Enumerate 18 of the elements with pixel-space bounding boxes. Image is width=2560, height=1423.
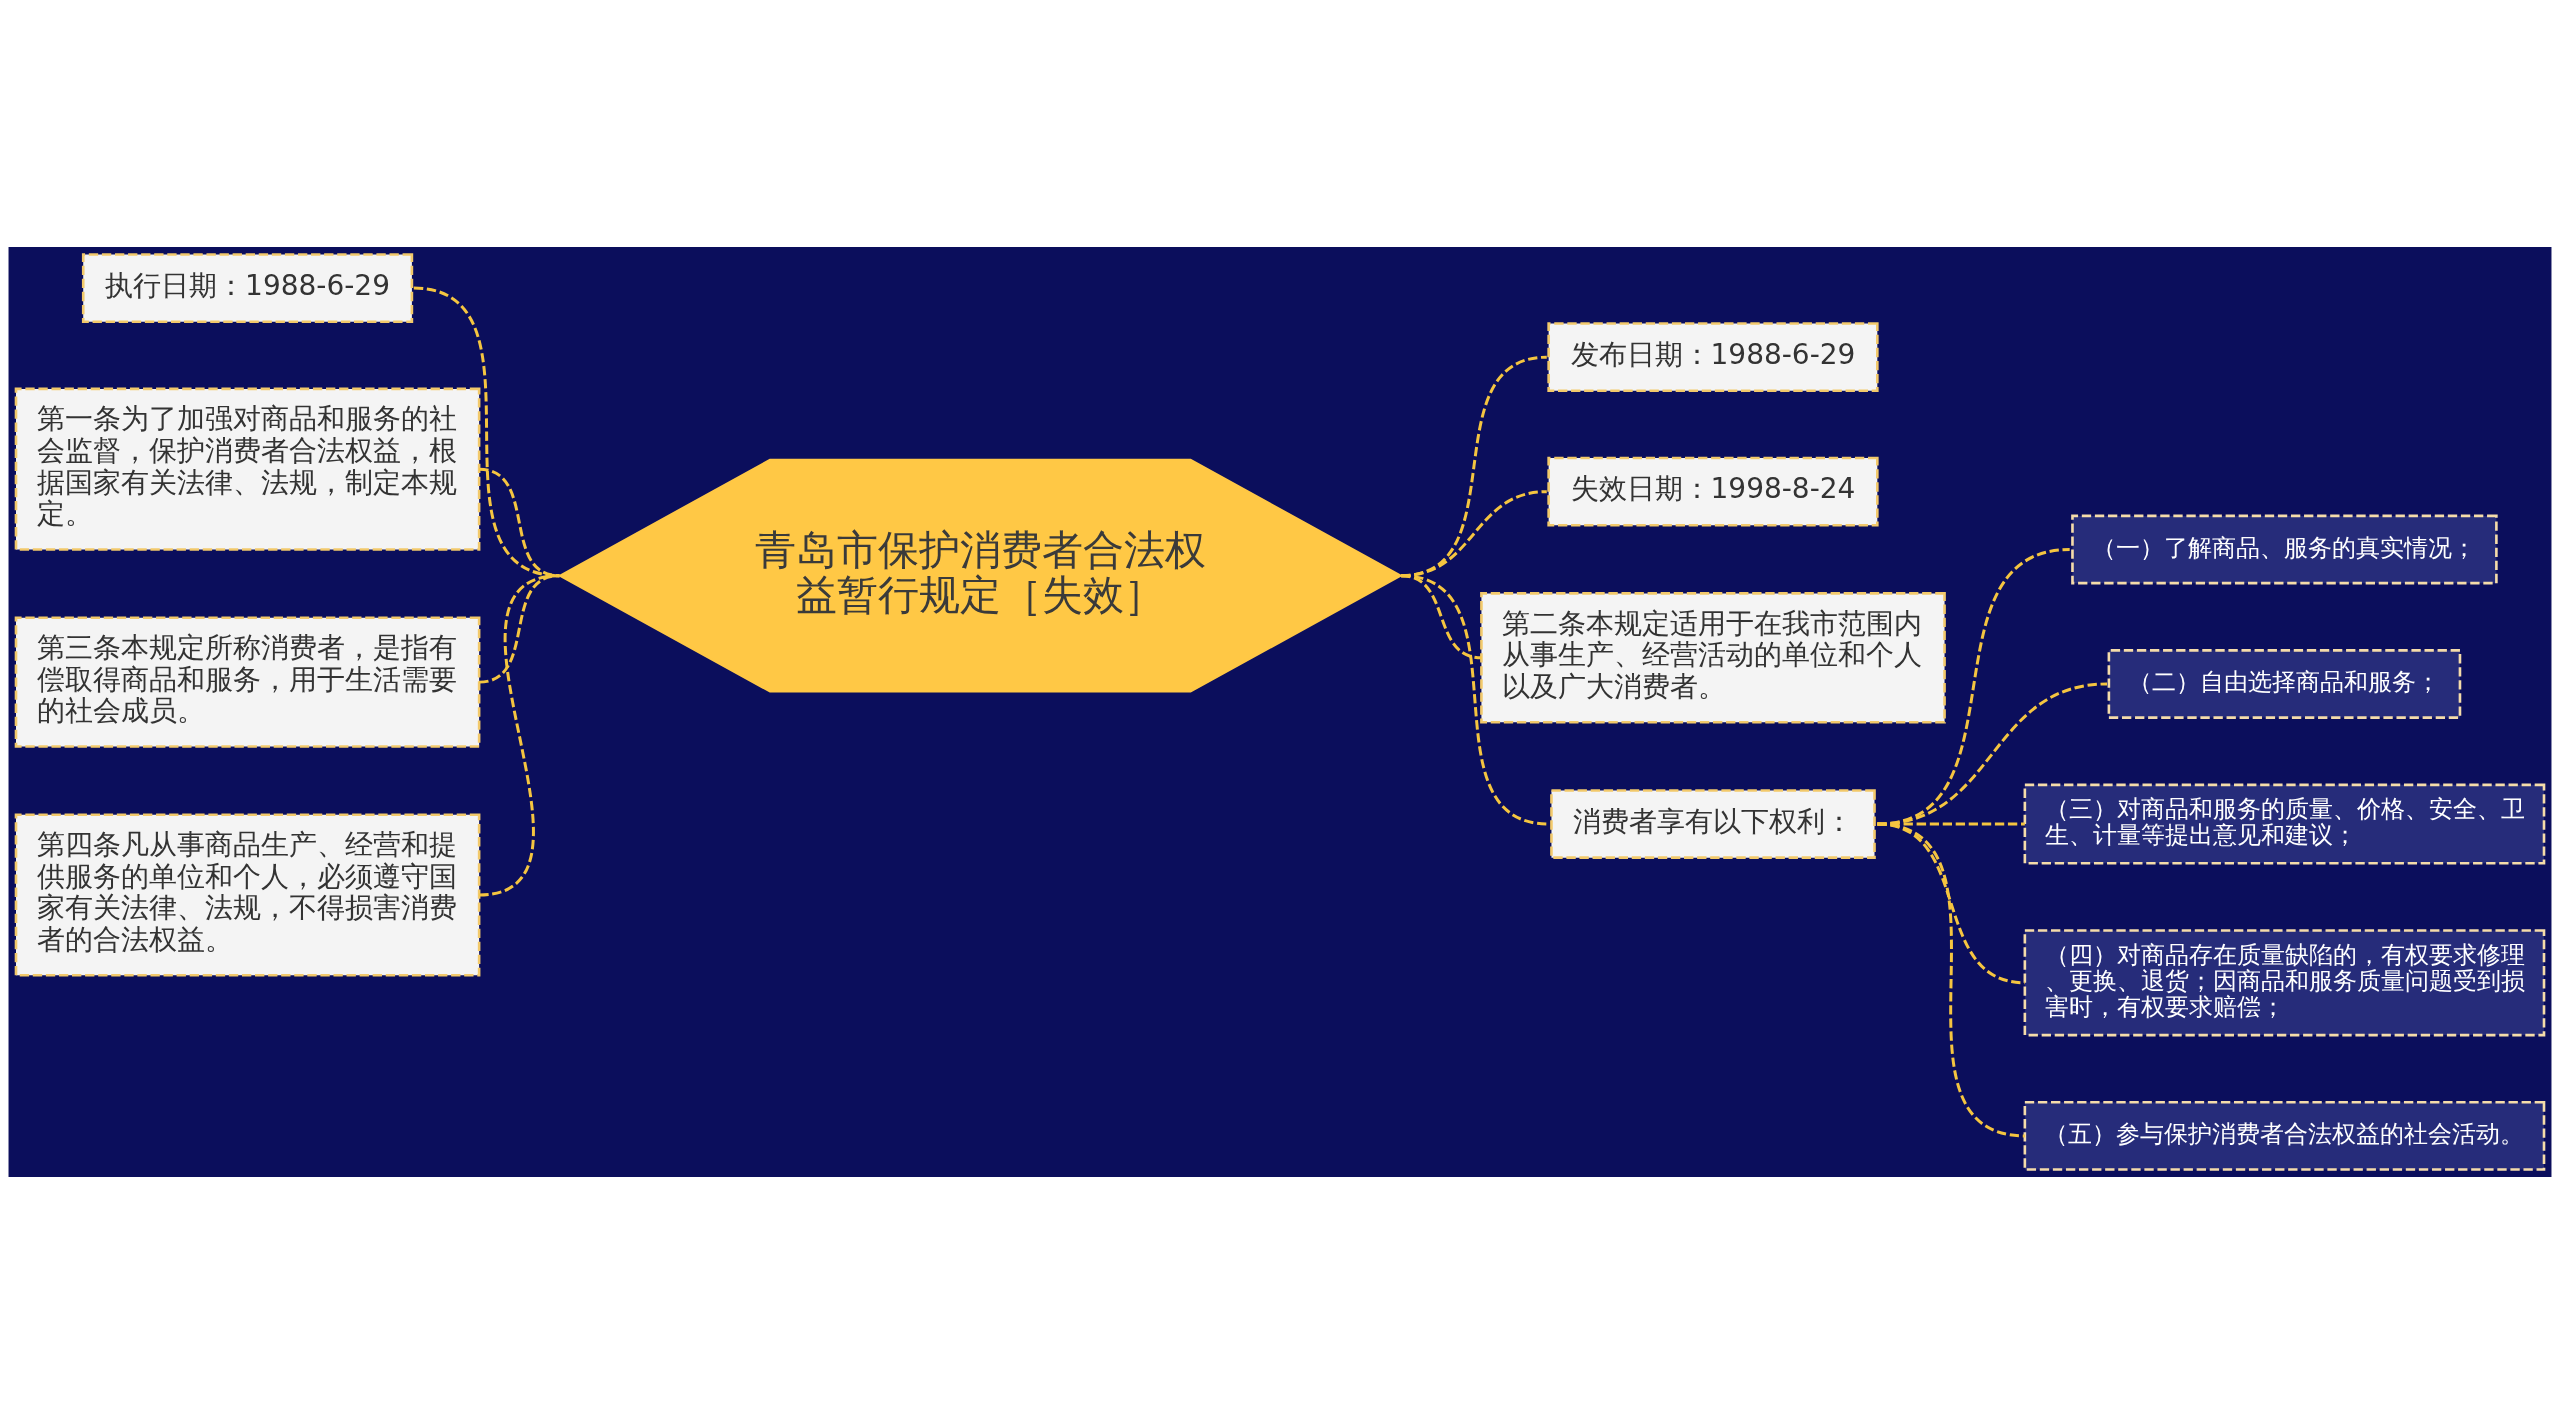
- connector: [1400, 573, 1549, 826]
- node-box: 第三条本规定所称消费者，是指有偿取得商品和服务，用于生活需要的社会成员。: [14, 615, 481, 748]
- node-box: 执行日期：1988-6-29: [81, 252, 414, 323]
- connector: [1877, 682, 2108, 826]
- node-box: 消费者享有以下权利：: [1550, 788, 1876, 859]
- node-box: 发布日期：1988-6-29: [1547, 321, 1879, 392]
- node-box: 第四条凡从事商品生产、经营和提供服务的单位和个人，必须遵守国家有关法律、法规，不得损害消费者的合法权益。: [14, 812, 481, 977]
- node-box: （四）对商品存在质量缺陷的，有权要求修理、更换、退货；因商品和服务质量问题受到损害时，有权要求赔偿；: [2023, 928, 2546, 1036]
- connector: [1877, 822, 2026, 1137]
- node-box: （五）参与保护消费者合法权益的社会活动。: [2023, 1100, 2546, 1171]
- node-box: 第二条本规定适用于在我市范围内从事生产、经营活动的单位和个人以及广大消费者。: [1480, 591, 1946, 724]
- node-box: （三）对商品和服务的质量、价格、安全、卫生、计量等提出意见和建议；: [2023, 783, 2546, 865]
- node-box: 失效日期：1998-8-24: [1547, 456, 1879, 527]
- node-box: 第一条为了加强对商品和服务的社会监督，保护消费者合法权益，根据国家有关法律、法规，制定本规定。: [14, 387, 481, 551]
- connector: [1877, 547, 2070, 826]
- node-box: （一）了解商品、服务的真实情况；: [2071, 514, 2498, 584]
- node-box: （二）自由选择商品和服务；: [2107, 648, 2462, 719]
- connector: [478, 573, 560, 896]
